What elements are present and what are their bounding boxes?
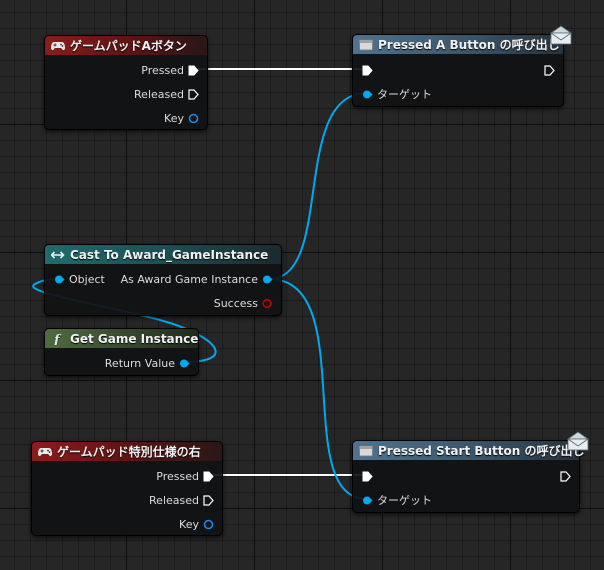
pin-label: Released — [149, 493, 199, 507]
node-title: Pressed A Button の呼び出し — [378, 38, 560, 52]
pressed-start-button-call-node[interactable]: Pressed Start Button の呼び出し ターゲット — [352, 440, 584, 513]
exec-out-pin[interactable] — [540, 62, 555, 78]
pin-label: As Award Game Instance — [120, 272, 258, 286]
gamepad-icon — [51, 41, 65, 50]
node-title: Pressed Start Button の呼び出し — [378, 444, 585, 458]
node-title: ゲームパッド特別仕様の右 — [57, 445, 201, 459]
pin-label: Success — [213, 296, 258, 310]
node-title: Get Game Instance — [70, 331, 199, 346]
released-pin[interactable]: Released — [134, 86, 199, 102]
pressed-pin[interactable]: Pressed — [141, 62, 199, 78]
pressed-pin[interactable]: Pressed — [156, 468, 214, 484]
as-award-game-instance-pin[interactable]: As Award Game Instance — [121, 271, 273, 287]
struct-pin-empty-icon — [203, 519, 214, 529]
exec-pin-filled-icon — [362, 471, 373, 481]
object-pin-filled-icon — [263, 275, 273, 283]
function-icon — [359, 445, 373, 456]
object-wire-cast-to-target-a[interactable] — [268, 92, 368, 280]
gamepad-special-right-event-node[interactable]: ゲームパッド特別仕様の右 Pressed Released Key — [31, 441, 223, 536]
target-pin[interactable]: ターゲット — [362, 86, 432, 102]
node-header[interactable]: Cast To Award_GameInstance — [45, 245, 281, 264]
pressed-a-button-call-node[interactable]: Pressed A Button の呼び出し ターゲット — [352, 34, 564, 107]
object-pin-filled-icon — [180, 359, 190, 367]
struct-pin-empty-icon — [188, 113, 199, 123]
node-header[interactable]: f Get Game Instance — [45, 329, 198, 348]
pin-label: Pressed — [141, 63, 184, 77]
message-envelope-icon — [549, 25, 573, 45]
object-wire-cast-to-target-start[interactable] — [268, 278, 368, 500]
exec-out-pin[interactable] — [556, 468, 571, 484]
return-value-pin[interactable]: Return Value — [105, 355, 190, 371]
pure-function-icon: f — [53, 333, 62, 345]
key-pin[interactable]: Key — [164, 110, 199, 126]
object-pin-filled-icon — [55, 275, 65, 283]
released-pin[interactable]: Released — [149, 492, 214, 508]
key-pin[interactable]: Key — [179, 516, 214, 532]
object-pin-filled-icon — [363, 90, 373, 98]
svg-text:f: f — [53, 333, 62, 345]
exec-pin-filled-icon — [362, 65, 373, 75]
node-title: ゲームパッドAボタン — [70, 39, 187, 53]
pin-label: Key — [164, 111, 184, 125]
pin-label: ターゲット — [377, 88, 432, 101]
cast-to-award-game-instance-node[interactable]: Cast To Award_GameInstance Object As Awa… — [44, 244, 282, 316]
message-envelope-icon — [566, 431, 590, 451]
pin-label: Return Value — [104, 356, 175, 370]
function-icon — [359, 39, 373, 50]
node-header[interactable]: ゲームパッド特別仕様の右 — [32, 442, 222, 461]
success-pin[interactable]: Success — [214, 295, 273, 311]
bool-pin-empty-icon — [262, 298, 273, 308]
exec-pin-empty-icon — [560, 470, 571, 482]
gamepad-a-button-event-node[interactable]: ゲームパッドAボタン Pressed Released Key — [44, 35, 208, 130]
target-pin[interactable]: ターゲット — [362, 492, 432, 508]
exec-pin-empty-icon — [544, 64, 555, 76]
pin-label: Key — [179, 517, 199, 531]
exec-in-pin[interactable] — [362, 468, 377, 484]
cast-icon — [51, 250, 65, 259]
get-game-instance-node[interactable]: f Get Game Instance Return Value — [44, 328, 199, 376]
pin-label: Object — [69, 272, 105, 286]
exec-pin-empty-icon — [188, 88, 199, 100]
gamepad-icon — [38, 447, 52, 456]
node-header[interactable]: ゲームパッドAボタン — [45, 36, 207, 55]
node-title: Cast To Award_GameInstance — [70, 247, 269, 262]
pin-label: Pressed — [156, 469, 199, 483]
exec-in-pin[interactable] — [362, 62, 377, 78]
object-pin-filled-icon — [363, 496, 373, 504]
exec-pin-filled-icon — [203, 471, 214, 481]
exec-pin-filled-icon — [188, 65, 199, 75]
exec-pin-empty-icon — [203, 494, 214, 506]
pin-label: Released — [134, 87, 184, 101]
node-header[interactable]: Pressed A Button の呼び出し — [353, 35, 563, 54]
object-input-pin[interactable]: Object — [54, 271, 105, 287]
node-header[interactable]: Pressed Start Button の呼び出し — [353, 441, 584, 460]
pin-label: ターゲット — [377, 494, 432, 507]
